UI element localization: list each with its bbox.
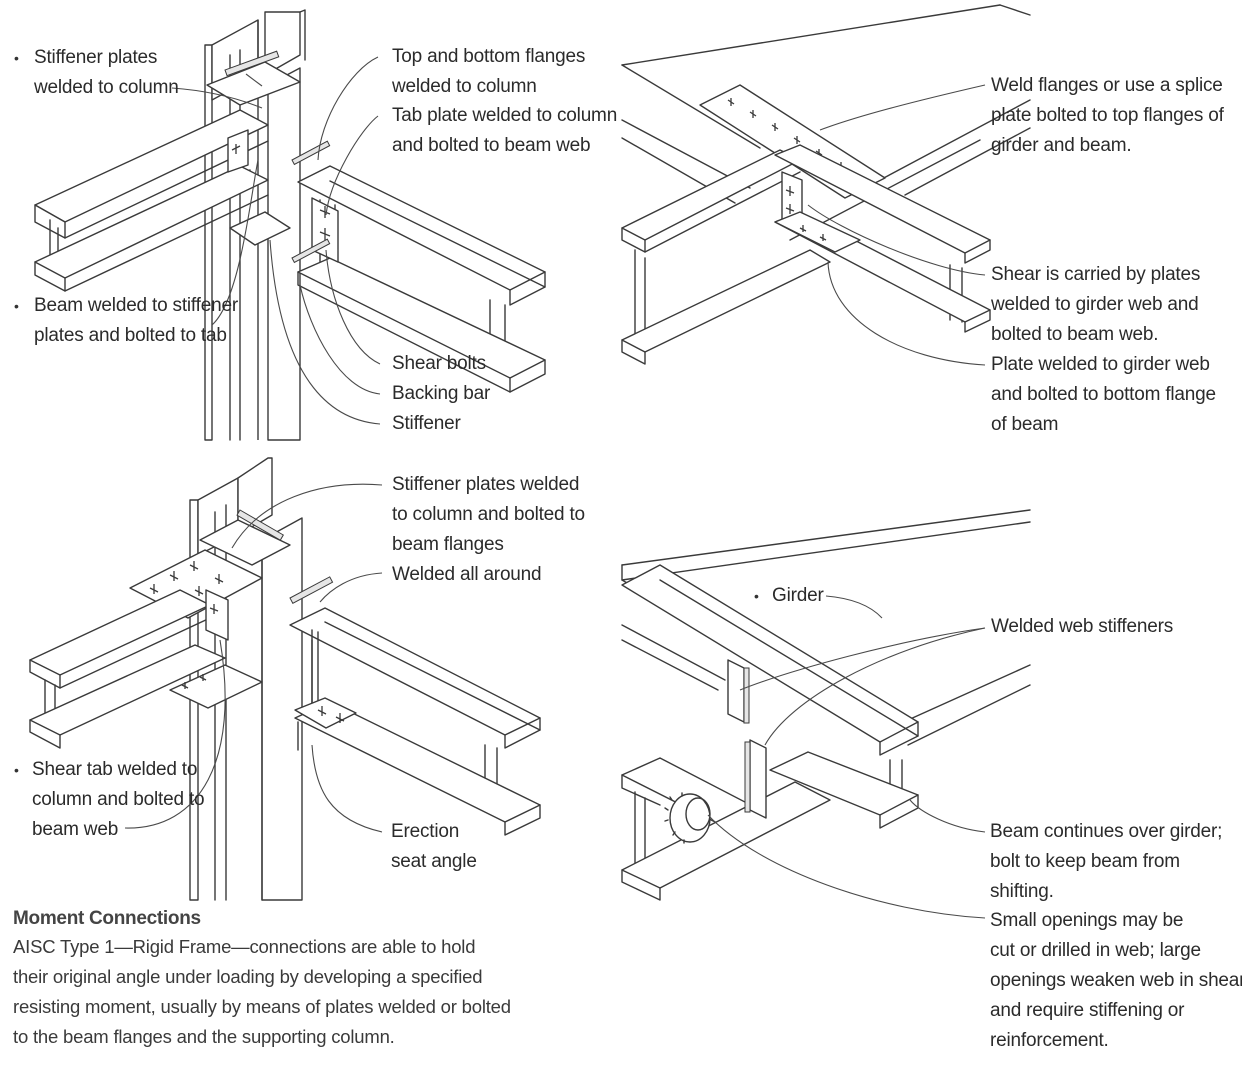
bullet: • [14,762,19,778]
caption-line: their original angle under loading by de… [13,966,483,987]
label-tl-tab-plate: Tab plate welded to column and bolted to… [392,105,618,156]
label-br-small-openings: Small openings may be cut or drilled in … [990,910,1242,1051]
caption-line: to the beam flanges and the supporting c… [13,1026,395,1047]
bullet: • [14,298,19,314]
caption-body: AISC Type 1—Rigid Frame—connections are … [13,932,511,1052]
label-bl-shear-tab: Shear tab welded to column and bolted to… [32,759,205,840]
drawing-bottom-right [621,509,1031,919]
label-bl-welded-all-around: Welded all around [392,564,542,585]
caption-line: AISC Type 1—Rigid Frame—connections are … [13,936,476,957]
label-tr-plate-welded: Plate welded to girder web and bolted to… [991,354,1216,435]
label-bl-erection-seat: Erection seat angle [391,821,477,872]
drawing-top-right [621,4,1031,366]
label-br-beam-continues: Beam continues over girder; bolt to keep… [990,821,1223,902]
drawing-bottom-left [29,457,541,901]
caption-title: Moment Connections [13,908,201,929]
caption-line: resisting moment, usually by means of pl… [13,996,511,1017]
label-tl-stiffener: Stiffener [392,413,461,434]
label-tl-stiffener-plates: Stiffener plates welded to column [34,47,179,98]
label-tr-weld-flanges: Weld flanges or use a splice plate bolte… [991,75,1224,156]
label-tl-backing-bar: Backing bar [392,383,491,404]
label-tl-beam-welded: Beam welded to stiffener plates and bolt… [34,295,238,346]
label-br-welded-web-stiffeners: Welded web stiffeners [991,616,1174,637]
bullet: • [754,588,759,604]
drawing-top-left [34,9,546,441]
label-bl-stiffener-plates: Stiffener plates welded to column and bo… [392,474,585,555]
caption: Moment Connections AISC Type 1—Rigid Fra… [13,906,511,1052]
label-tr-shear-carried: Shear is carried by plates welded to gir… [991,264,1201,345]
label-tl-top-bottom-flanges: Top and bottom flanges welded to column [392,46,586,97]
bullet: • [14,50,19,66]
label-br-girder: Girder [772,585,824,606]
label-tl-shear-bolts: Shear bolts [392,353,486,374]
